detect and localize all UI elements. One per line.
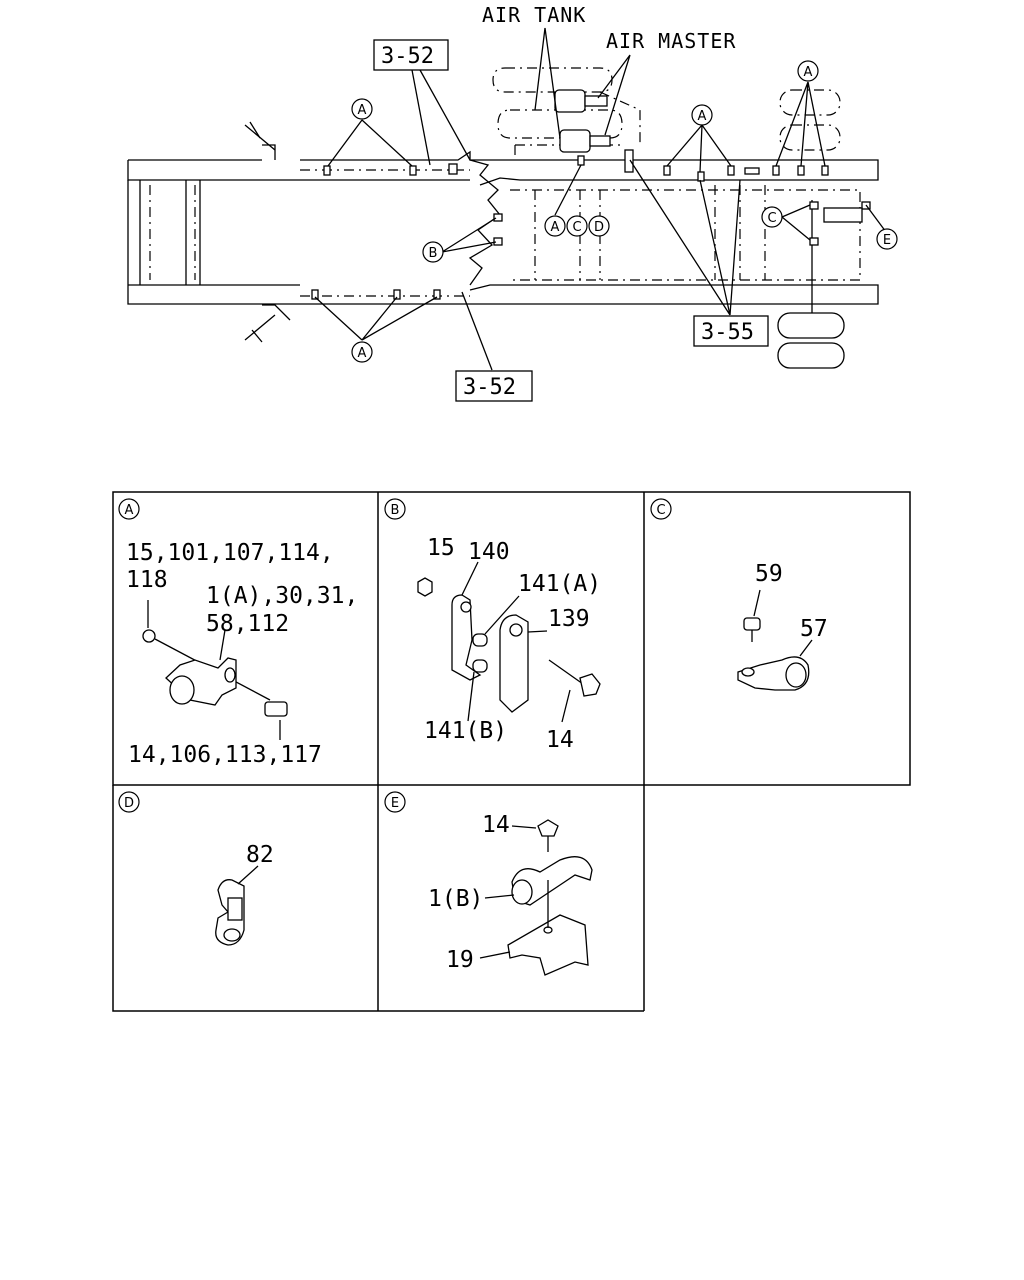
- svg-text:A: A: [804, 65, 813, 80]
- leader-lines: [314, 27, 887, 371]
- panel-a-text-2: 118: [126, 567, 168, 593]
- air-master-label: AIR MASTER: [606, 29, 736, 53]
- panel-b-text-3: 141(A): [518, 571, 601, 597]
- panel-d: D 82: [118, 791, 274, 946]
- ref-box-label: 3-52: [381, 44, 434, 69]
- svg-text:A: A: [358, 346, 367, 361]
- ref-box-label: 3-52: [463, 375, 516, 400]
- marker-d-1: D: [588, 215, 610, 237]
- marker-c-2: C: [761, 206, 783, 228]
- svg-text:A: A: [551, 220, 560, 235]
- marker-c-1: C: [566, 215, 588, 237]
- clamp-e-drawing: [479, 819, 593, 976]
- panel-e-letter: E: [391, 796, 399, 811]
- marker-a-2: A: [691, 104, 713, 126]
- svg-text:A: A: [358, 103, 367, 118]
- clamp-a-drawing: [142, 600, 288, 740]
- panel-c-letter: C: [656, 503, 665, 518]
- panel-a-letter: A: [125, 503, 134, 518]
- marker-e-1: E: [876, 228, 898, 250]
- panel-a-text-4: 58,112: [206, 611, 289, 637]
- svg-text:E: E: [883, 233, 891, 248]
- ref-box-3-55[interactable]: 3-55: [693, 315, 769, 347]
- marker-b-1: B: [422, 241, 444, 263]
- panel-b: B 15 140 141(A) 139 141(B) 14: [384, 498, 601, 753]
- svg-text:D: D: [594, 220, 604, 235]
- marker-a-3: A: [797, 60, 819, 82]
- marker-a-1: A: [351, 98, 373, 120]
- chassis-frame: [127, 67, 879, 369]
- panel-b-text-2: 140: [468, 539, 510, 565]
- panel-b-text-6: 14: [546, 727, 574, 753]
- panel-b-letter: B: [391, 503, 400, 518]
- panel-a: A 15,101,107,114, 118 1(A),30,31, 58,112…: [118, 498, 358, 768]
- marker-a-4: A: [544, 215, 566, 237]
- panel-c: C 59 57: [650, 498, 828, 691]
- panel-e-text-3: 19: [446, 947, 474, 973]
- panel-a-text-5: 14,106,113,117: [128, 742, 322, 768]
- ref-box-3-52-bottom[interactable]: 3-52: [455, 370, 533, 402]
- panel-c-text-1: 59: [755, 561, 783, 587]
- detail-grid: [112, 491, 911, 1012]
- panel-c-text-2: 57: [800, 616, 828, 642]
- svg-text:C: C: [572, 220, 581, 235]
- svg-text:A: A: [698, 109, 707, 124]
- clamp-b-drawing: [417, 561, 601, 723]
- panel-b-text-5: 141(B): [424, 718, 507, 744]
- panel-b-text-1: 15: [427, 535, 455, 561]
- clip-d-drawing: [215, 865, 259, 946]
- panel-e-text-2: 1(B): [428, 886, 483, 912]
- ref-box-3-52-top[interactable]: 3-52: [373, 39, 449, 71]
- marker-a-5: A: [351, 341, 373, 363]
- panel-a-text-1: 15,101,107,114,: [126, 540, 334, 566]
- svg-text:C: C: [767, 211, 776, 226]
- panel-e-text-1: 14: [482, 812, 510, 838]
- clamp-c-drawing: [737, 589, 813, 691]
- svg-text:B: B: [429, 246, 438, 261]
- panel-e: E 14 1(B) 19: [384, 791, 593, 976]
- ref-box-label: 3-55: [701, 320, 754, 345]
- panel-a-text-3: 1(A),30,31,: [206, 583, 358, 609]
- panel-d-text-1: 82: [246, 842, 274, 868]
- panel-d-letter: D: [124, 796, 134, 811]
- panel-b-text-4: 139: [548, 606, 590, 632]
- air-tank-label: AIR TANK: [482, 3, 586, 27]
